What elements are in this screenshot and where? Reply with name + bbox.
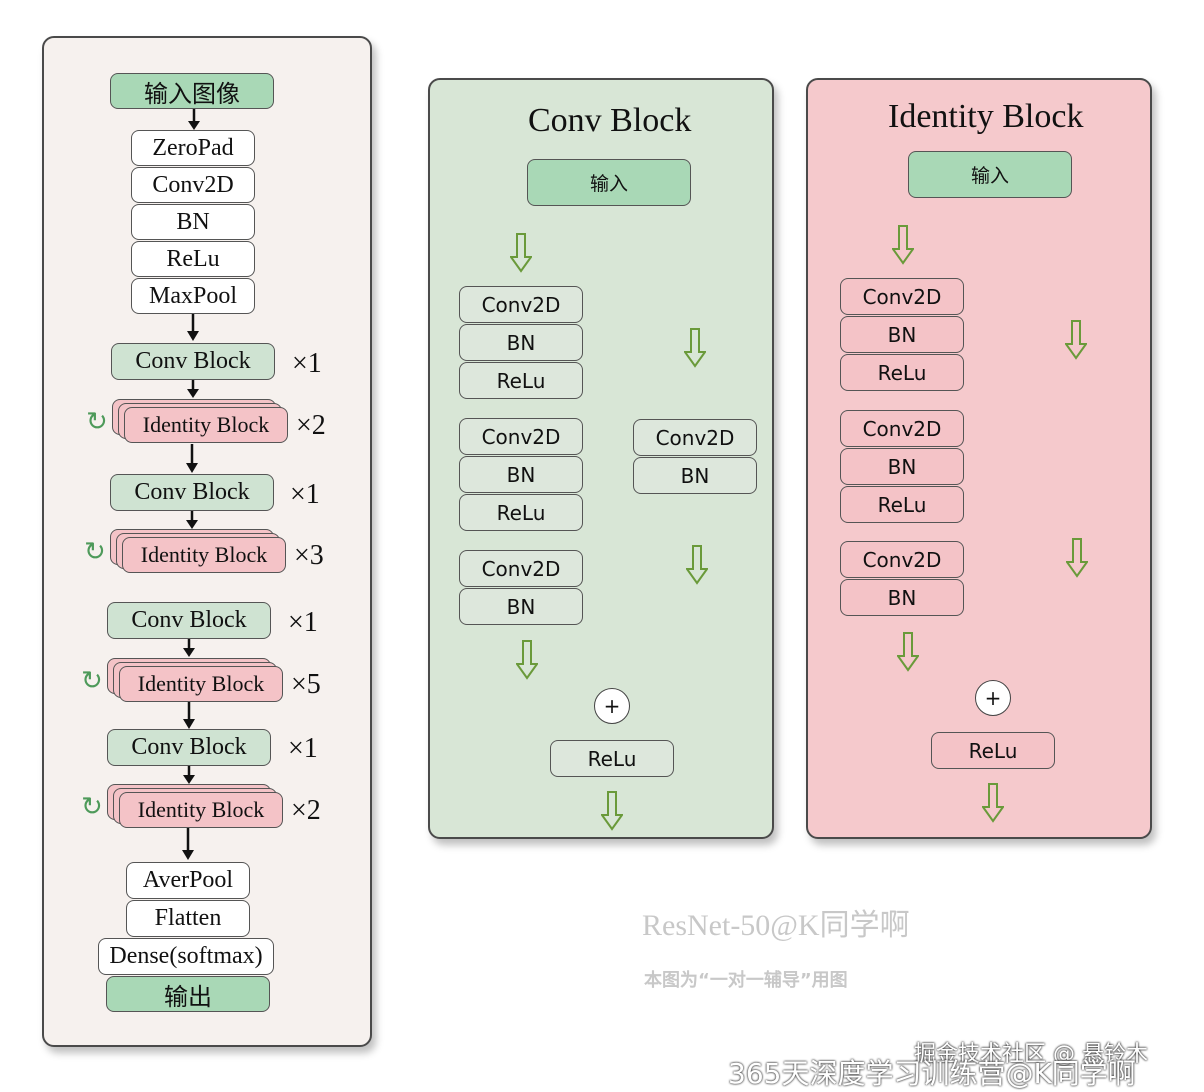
hollow-down-arrow-icon xyxy=(897,632,919,672)
stem-bn: BN xyxy=(131,204,255,240)
conv-main-conv2d-2: Conv2D xyxy=(459,418,583,455)
watermark-title: ResNet-50@K同学啊 xyxy=(642,909,910,942)
stage3-conv-block: Conv Block xyxy=(107,602,271,639)
hollow-down-arrow-icon xyxy=(892,225,914,265)
conv-add-node: + xyxy=(594,688,630,724)
repeat-loop-icon: ↻ xyxy=(81,666,103,696)
input-image-box: 输入图像 xyxy=(110,73,274,109)
identity-add-node: + xyxy=(975,680,1011,716)
identity-block-input: 输入 xyxy=(908,151,1072,198)
identity-main-relu-1: ReLu xyxy=(840,354,964,391)
down-arrow-icon xyxy=(183,639,195,657)
stage4-identity-multiplier: ×2 xyxy=(291,795,321,826)
conv-main-relu-2: ReLu xyxy=(459,494,583,531)
head-averpool: AverPool xyxy=(126,862,250,899)
conv-block-input: 输入 xyxy=(527,159,691,206)
conv-main-conv2d-3: Conv2D xyxy=(459,550,583,587)
conv-main-bn-3: BN xyxy=(459,588,583,625)
stage1-identity-multiplier: ×2 xyxy=(296,410,326,441)
conv-shortcut-bn: BN xyxy=(633,457,757,494)
stage1-conv-block: Conv Block xyxy=(111,343,275,380)
stage2-identity-block: Identity Block xyxy=(122,537,286,573)
stage4-identity-block: Identity Block xyxy=(119,792,283,828)
conv-main-relu-1: ReLu xyxy=(459,362,583,399)
identity-main-relu-2: ReLu xyxy=(840,486,964,523)
hollow-down-arrow-icon xyxy=(684,328,706,368)
conv-block-title: Conv Block xyxy=(528,102,692,139)
output-box: 输出 xyxy=(106,976,270,1012)
identity-main-bn-1: BN xyxy=(840,316,964,353)
stage3-identity-multiplier: ×5 xyxy=(291,669,321,700)
watermark-subtitle: 本图为“一对一辅导”用图 xyxy=(644,970,848,991)
head-dense-softmax: Dense(softmax) xyxy=(98,938,274,975)
identity-main-conv2d-2: Conv2D xyxy=(840,410,964,447)
down-arrow-icon xyxy=(187,380,199,398)
down-arrow-icon xyxy=(186,511,198,529)
conv-main-conv2d-1: Conv2D xyxy=(459,286,583,323)
conv-output-relu: ReLu xyxy=(550,740,674,777)
stage2-conv-block: Conv Block xyxy=(110,474,274,511)
down-arrow-icon xyxy=(182,828,194,860)
hollow-down-arrow-icon xyxy=(982,783,1004,823)
stage1-conv-multiplier: ×1 xyxy=(292,348,322,379)
conv-main-bn-2: BN xyxy=(459,456,583,493)
credit-training-camp: 365天深度学习训练营@K同学啊 xyxy=(728,1057,1136,1090)
down-arrow-icon xyxy=(187,314,199,341)
stem-maxpool: MaxPool xyxy=(131,278,255,314)
down-arrow-icon xyxy=(183,702,195,729)
repeat-loop-icon: ↻ xyxy=(86,407,108,437)
identity-main-bn-2: BN xyxy=(840,448,964,485)
identity-main-bn-3: BN xyxy=(840,579,964,616)
hollow-down-arrow-icon xyxy=(1066,538,1088,578)
down-arrow-icon xyxy=(186,444,198,473)
hollow-down-arrow-icon xyxy=(686,545,708,585)
identity-block-title: Identity Block xyxy=(888,98,1084,135)
identity-output-relu: ReLu xyxy=(931,732,1055,769)
down-arrow-icon xyxy=(188,109,200,130)
hollow-down-arrow-icon xyxy=(510,233,532,273)
identity-main-conv2d-1: Conv2D xyxy=(840,278,964,315)
stage4-conv-block: Conv Block xyxy=(107,729,271,766)
stem-zeropad: ZeroPad xyxy=(131,130,255,166)
down-arrow-icon xyxy=(183,766,195,784)
identity-main-conv2d-3: Conv2D xyxy=(840,541,964,578)
repeat-loop-icon: ↻ xyxy=(84,537,106,567)
credit-juejin: 掘金技术社区 @ 悬铃木 xyxy=(914,1042,1148,1067)
conv-main-bn-1: BN xyxy=(459,324,583,361)
stage3-identity-block: Identity Block xyxy=(119,666,283,702)
conv-shortcut-conv2d: Conv2D xyxy=(633,419,757,456)
hollow-down-arrow-icon xyxy=(601,791,623,831)
hollow-down-arrow-icon xyxy=(1065,320,1087,360)
stage1-identity-block: Identity Block xyxy=(124,407,288,443)
stage4-conv-multiplier: ×1 xyxy=(288,733,318,764)
repeat-loop-icon: ↻ xyxy=(81,792,103,822)
head-flatten: Flatten xyxy=(126,900,250,937)
stage2-conv-multiplier: ×1 xyxy=(290,479,320,510)
stage2-identity-multiplier: ×3 xyxy=(294,540,324,571)
hollow-down-arrow-icon xyxy=(516,640,538,680)
stem-relu: ReLu xyxy=(131,241,255,277)
stage3-conv-multiplier: ×1 xyxy=(288,607,318,638)
stem-conv2d: Conv2D xyxy=(131,167,255,203)
